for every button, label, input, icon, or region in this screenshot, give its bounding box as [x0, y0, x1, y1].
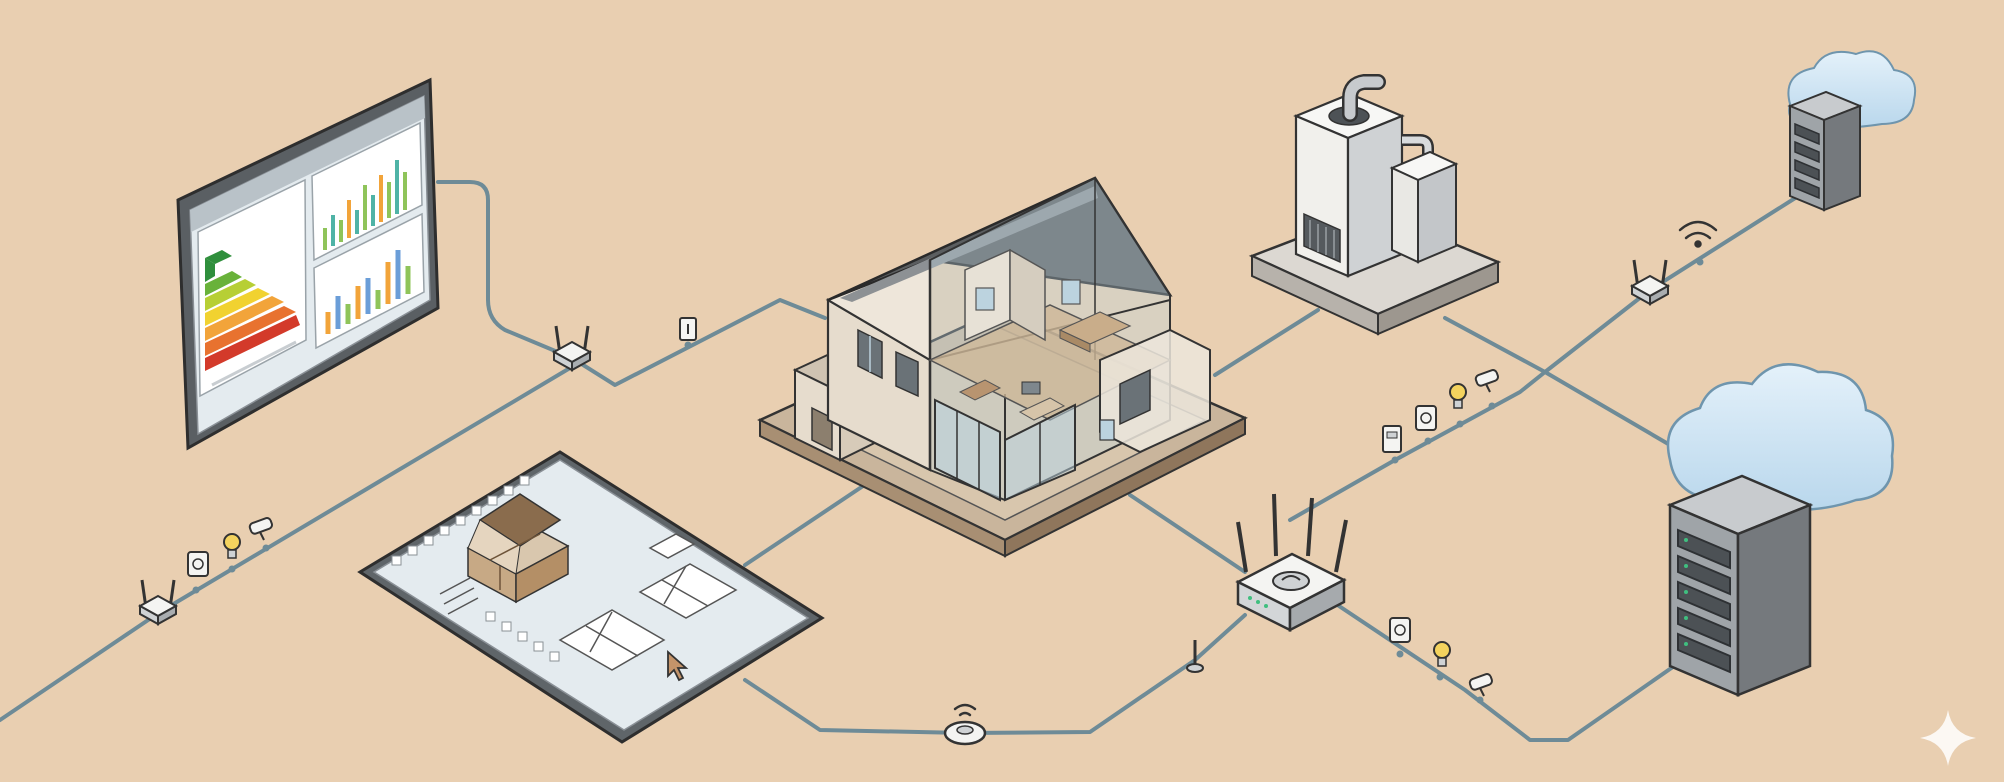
energy-rating-bars — [205, 250, 300, 371]
smart-bulb-icon — [223, 533, 241, 559]
wifi-signal-icon — [1678, 220, 1718, 248]
cutaway-house-icon — [757, 176, 1248, 558]
mini-house-model — [466, 493, 570, 604]
cable-boiler-junction — [1443, 316, 1547, 374]
smart-plug-icon — [187, 551, 209, 577]
cloud-server-icon — [1787, 50, 1916, 212]
cloud-server-icon — [1666, 363, 1895, 697]
usage-bar-chart-bottom — [325, 250, 411, 334]
tablet-toolbar — [391, 475, 530, 566]
security-camera-icon — [248, 517, 273, 541]
cable-tablet-to-hub — [743, 613, 1247, 735]
wireless-hub-icon — [943, 703, 987, 746]
energy-label-display-icon — [176, 77, 440, 451]
boiler-unit-icon — [1248, 74, 1502, 336]
usage-bar-chart-top — [323, 160, 407, 250]
cable-router-to-house — [570, 298, 827, 387]
wifi-router-icon — [137, 579, 179, 626]
thermostat-icon — [679, 317, 697, 341]
security-camera-icon — [1474, 369, 1499, 393]
smart-bulb-icon — [1433, 641, 1451, 667]
cable-junction-to-server — [1543, 370, 1672, 447]
cable-house-to-tablet — [743, 478, 874, 567]
cable-router-to-bottom-devices — [1328, 598, 1682, 742]
sparkle-icon — [1920, 710, 1976, 766]
wifi-router-icon — [551, 325, 593, 372]
floor-plan-drawings — [439, 533, 738, 671]
server-leds — [1684, 538, 1688, 646]
cable-junction-dots — [192, 258, 1704, 704]
boiler-vent-lines — [1309, 220, 1335, 258]
security-camera-icon — [1468, 673, 1493, 697]
wifi-router-icon — [1629, 259, 1671, 306]
smart-plug-icon — [1415, 405, 1437, 431]
cable-display-to-router — [436, 180, 574, 360]
cable-house-to-main-router — [1128, 493, 1247, 574]
cable-house-to-boiler — [1213, 308, 1320, 377]
antenna-icon — [1186, 640, 1204, 673]
main-router-icon — [1235, 493, 1348, 633]
smart-plug-icon — [1389, 617, 1411, 643]
tablet-side-tools — [485, 611, 560, 662]
thermostat-icon — [1382, 425, 1402, 453]
mouse-cursor-icon — [667, 649, 689, 682]
design-tablet-icon — [357, 450, 825, 744]
smart-bulb-icon — [1449, 383, 1467, 409]
server-rack-slots — [1677, 528, 1731, 674]
